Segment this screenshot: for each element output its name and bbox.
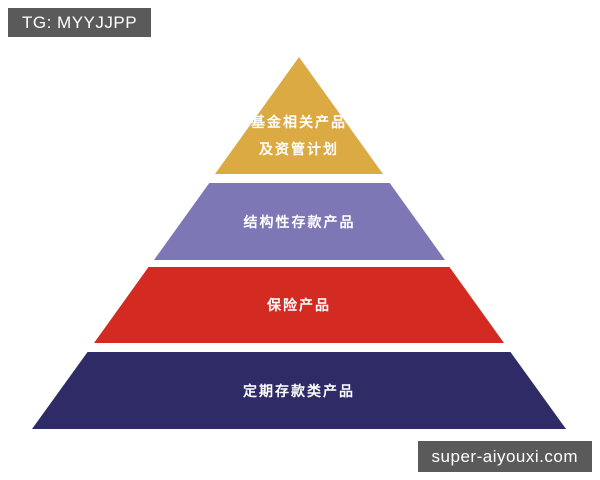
pyramid-level-funds-line-2: 及资管计划	[259, 141, 339, 157]
watermark-site-text: super-aiyouxi.com	[431, 446, 578, 466]
pyramid-level-insurance: 保险产品	[94, 267, 504, 343]
watermark-tag-text: TG: MYYJJPP	[22, 12, 138, 32]
pyramid-level-term-deposits-label: 定期存款类产品	[243, 382, 355, 399]
pyramid-level-term-deposits: 定期存款类产品	[32, 352, 566, 429]
pyramid-level-funds: 基金相关产品 及资管计划	[215, 57, 383, 174]
pyramid-level-structured-deposits-label: 结构性存款产品	[243, 213, 356, 230]
watermark-tag-badge: TG: MYYJJPP	[8, 8, 152, 37]
pyramid-level-funds-label: 基金相关产品 及资管计划	[215, 109, 383, 163]
watermark-site-badge: super-aiyouxi.com	[417, 441, 592, 472]
pyramid-level-insurance-label: 保险产品	[267, 297, 331, 313]
pyramid-level-funds-line-1: 基金相关产品	[251, 114, 347, 130]
pyramid-level-structured-deposits: 结构性存款产品	[154, 183, 445, 260]
